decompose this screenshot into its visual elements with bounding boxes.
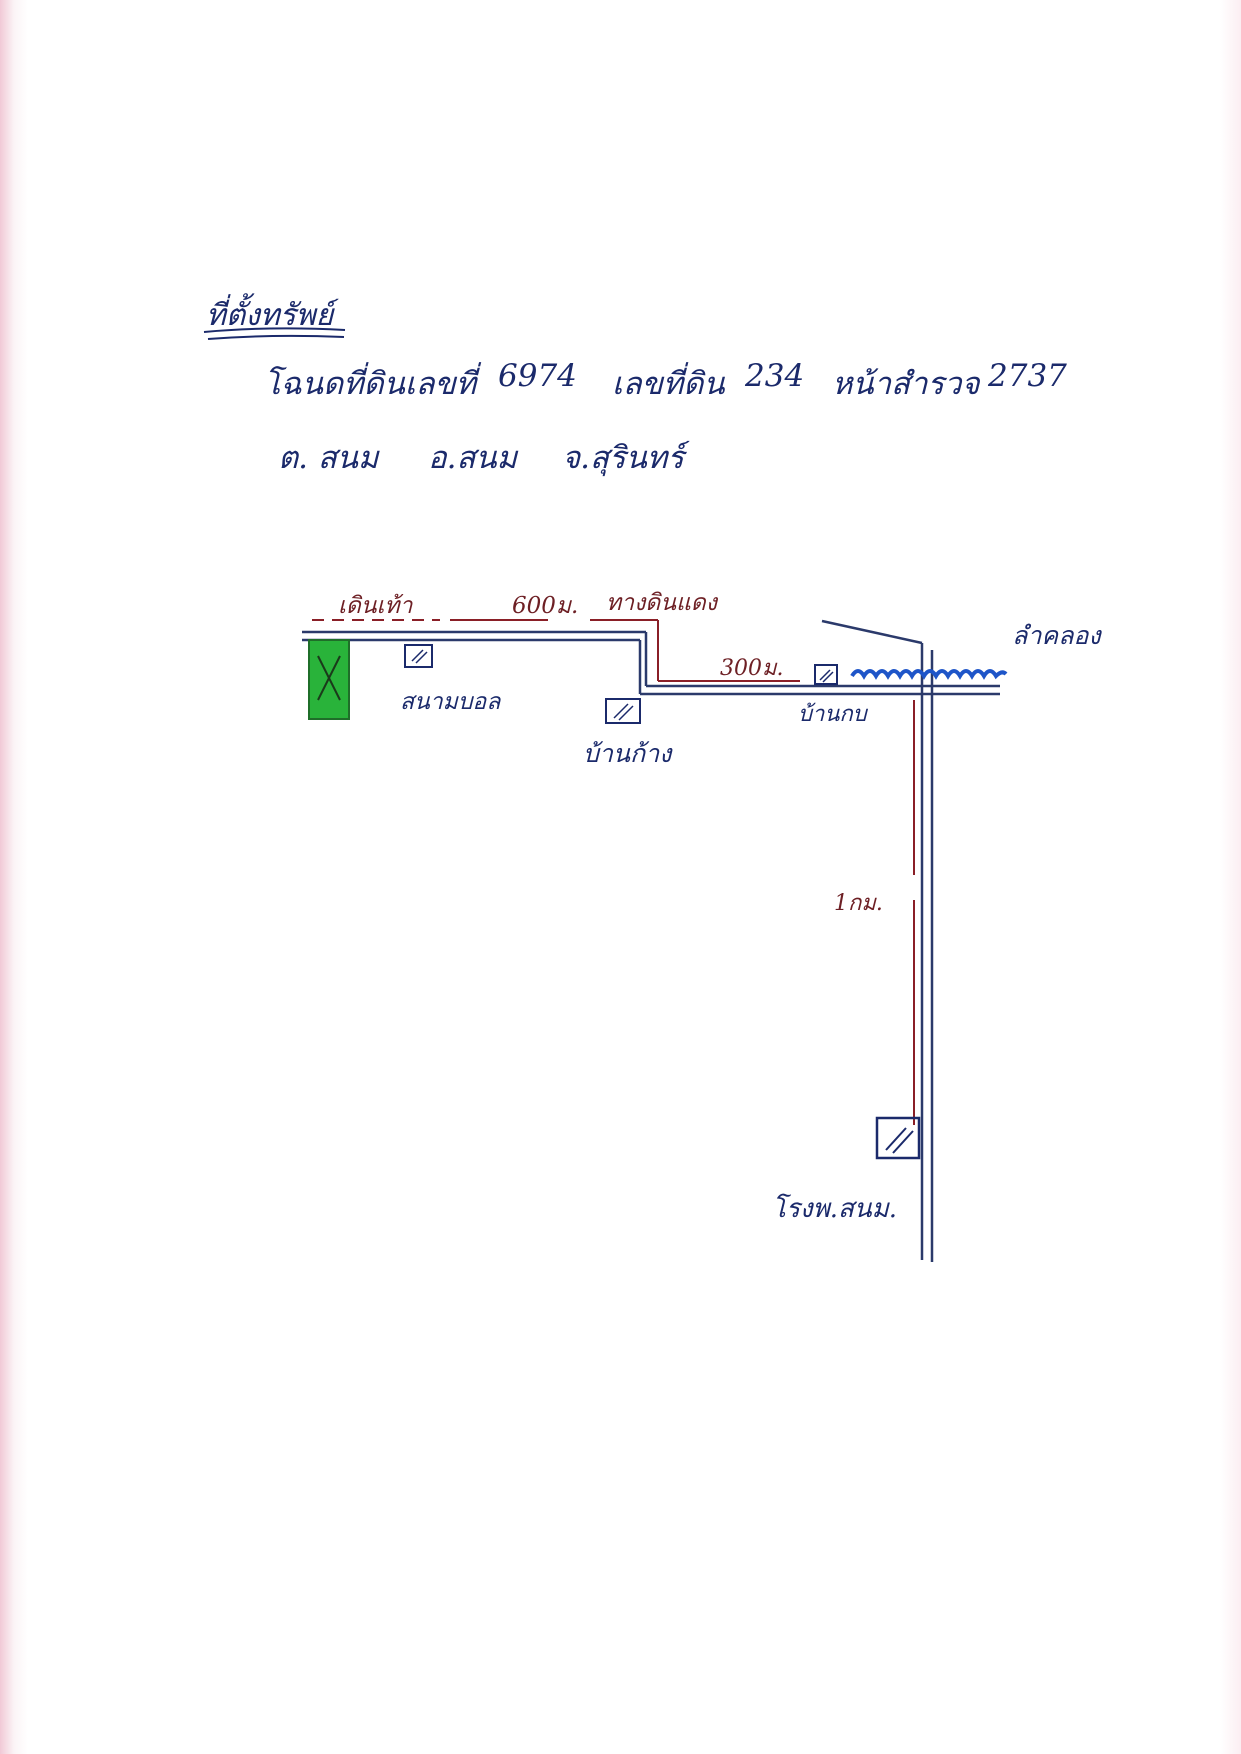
road-north-diagonal bbox=[821, 619, 923, 645]
map-title: ที่ตั้งทรัพย์ bbox=[206, 298, 334, 333]
distance-1km-label: 1กม. bbox=[834, 891, 883, 916]
distance-300-label: 300ม. bbox=[720, 656, 784, 681]
house-kang-label: บ้านก้าง bbox=[583, 739, 672, 768]
land-number: 234 bbox=[745, 358, 805, 394]
stadium-box bbox=[404, 644, 433, 668]
house-kob-box bbox=[814, 664, 838, 685]
hospital-box bbox=[875, 1116, 921, 1160]
survey-page-number: 2737 bbox=[988, 358, 1067, 394]
distance-600-label: 600ม. bbox=[512, 593, 579, 619]
survey-page-label: หน้าสำรวจ bbox=[832, 366, 980, 402]
canal-squiggle bbox=[850, 669, 1008, 680]
deed-number: 6974 bbox=[498, 358, 577, 394]
land-number-label: เลขที่ดิน bbox=[612, 366, 725, 402]
province: จ.สุรินทร์ bbox=[562, 440, 684, 476]
canal-label: ลำคลอง bbox=[1012, 621, 1101, 650]
property-marker bbox=[308, 639, 350, 720]
subdistrict: ต. สนม bbox=[278, 440, 379, 476]
stadium-label: สนามบอล bbox=[400, 689, 501, 715]
footpath-label: เดินเท้า bbox=[338, 593, 413, 619]
hospital-label: โรงพ.สนม. bbox=[772, 1194, 898, 1224]
deed-label: โฉนดที่ดินเลขที่ bbox=[264, 366, 477, 402]
district: อ.สนม bbox=[428, 440, 518, 476]
house-kang-box bbox=[605, 698, 641, 724]
dirt-road-label: ทางดินแดง bbox=[606, 590, 717, 616]
house-kob-label: บ้านกบ bbox=[798, 702, 867, 727]
